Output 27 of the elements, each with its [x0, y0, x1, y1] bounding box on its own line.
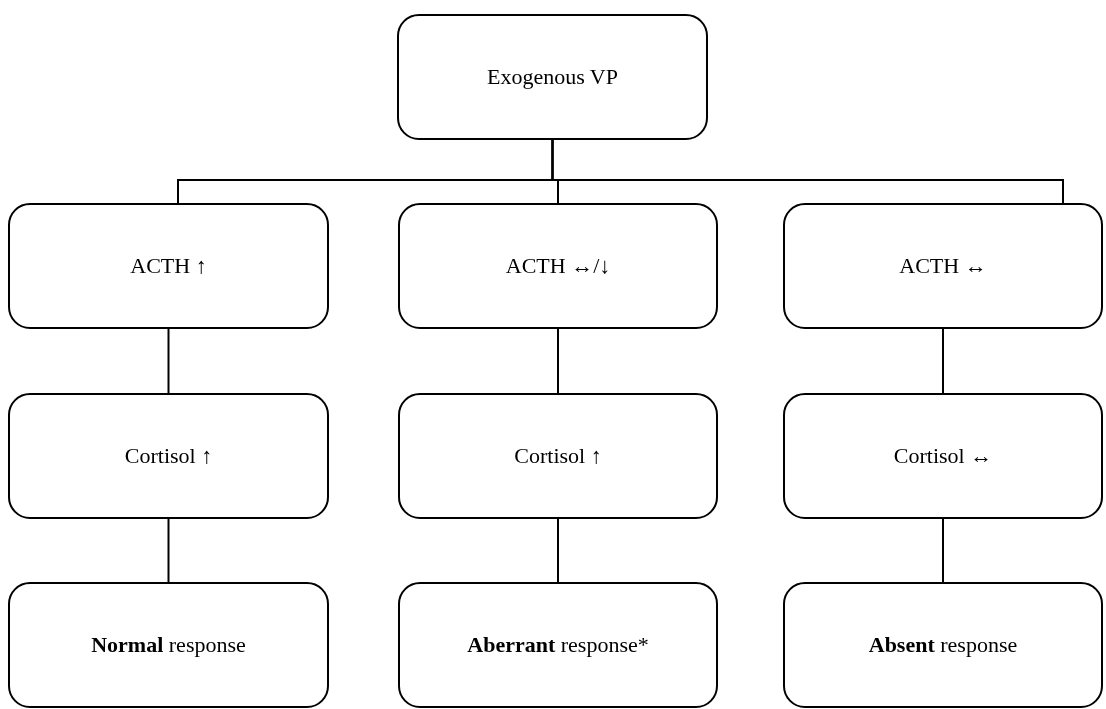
box-label: Cortisol ↑ [514, 443, 602, 469]
process-box [783, 582, 1103, 708]
box-label: Aberrant response* [467, 632, 649, 658]
process-box [783, 393, 1103, 519]
process-box [8, 203, 329, 329]
box-label: ACTH ↔/↓ [505, 253, 611, 279]
connector-line [551, 139, 1064, 204]
process-box [398, 393, 718, 519]
connector-line [557, 328, 559, 394]
box-label: Normal response [91, 632, 246, 658]
connector-line [942, 328, 944, 394]
box-label: ACTH ↑ [130, 253, 207, 279]
process-box [397, 14, 708, 140]
box-label: Cortisol ↑ [124, 443, 213, 469]
connector-line [167, 518, 170, 583]
connector-line [167, 328, 170, 394]
box-label: ACTH ↔ [899, 253, 987, 279]
process-box [398, 582, 718, 708]
connector-line [557, 518, 559, 583]
process-box [8, 582, 329, 708]
box-label: Absent response [868, 632, 1018, 658]
connector-line [942, 518, 944, 583]
box-label: Cortisol ↔ [893, 443, 993, 469]
box-label: Exogenous VP [487, 64, 618, 90]
process-box [398, 203, 718, 329]
process-box [783, 203, 1103, 329]
process-box [8, 393, 329, 519]
